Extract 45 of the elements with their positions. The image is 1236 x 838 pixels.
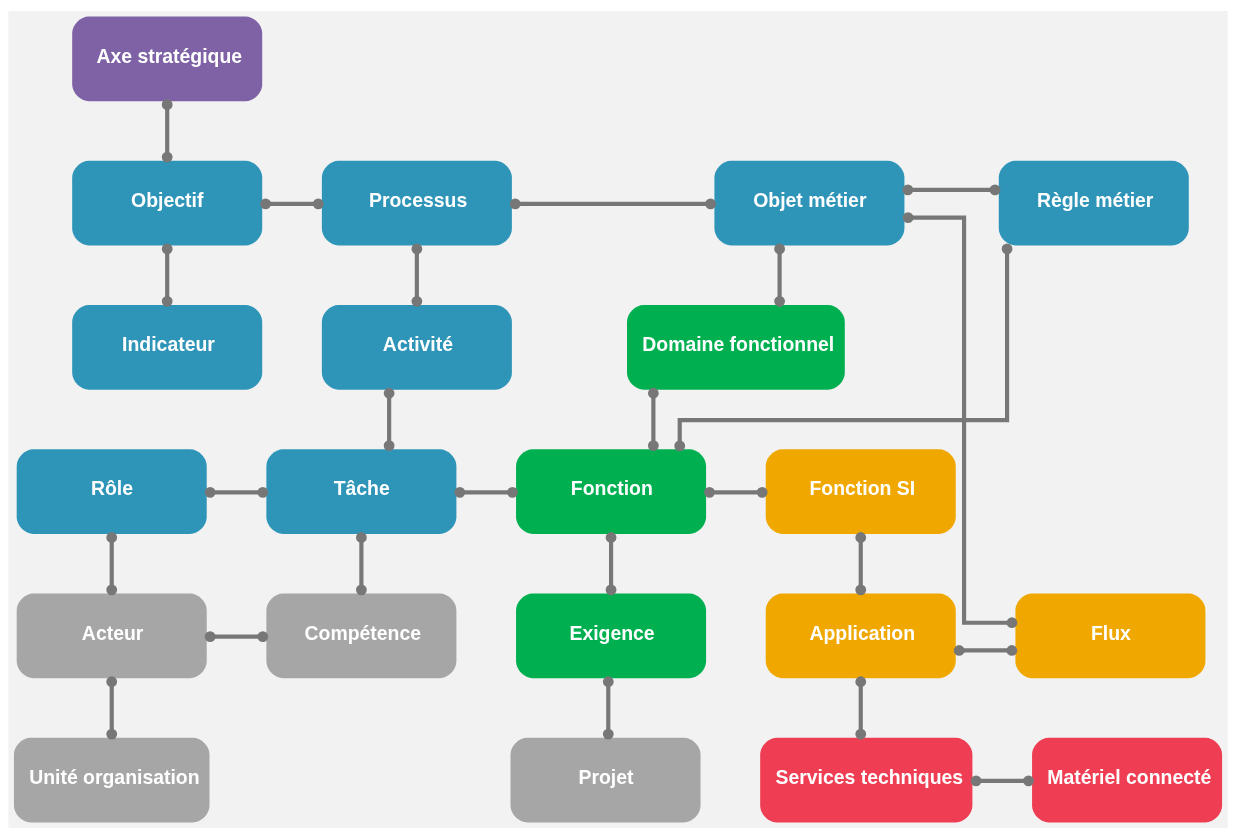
connector	[855, 675, 867, 740]
node-box: Règle métier	[998, 160, 1189, 245]
node-box: Processus	[321, 160, 512, 245]
connector	[605, 531, 617, 595]
connector	[774, 243, 785, 307]
connector	[855, 531, 867, 595]
node-box: Axe stratégique	[72, 16, 263, 101]
connector	[411, 243, 423, 307]
node-box: Rôle	[16, 448, 207, 534]
connector	[647, 387, 659, 451]
connector	[674, 242, 1013, 451]
connector	[161, 243, 173, 307]
connector	[204, 486, 269, 498]
node-box: Objectif	[72, 160, 263, 245]
connector	[902, 184, 1001, 195]
node-box: Matériel connecté	[1032, 737, 1223, 822]
node-box: Indicateur	[72, 304, 263, 390]
connector	[383, 387, 395, 451]
node-box: Unité organisation	[13, 737, 210, 822]
node-box: Compétence	[266, 593, 457, 678]
node-box: Application	[765, 593, 956, 678]
connector	[602, 675, 614, 740]
connector	[204, 630, 269, 642]
node-box: Fonction SI	[765, 448, 956, 534]
node-box: Exigence	[516, 593, 707, 678]
node-box: Projet	[510, 737, 701, 822]
node-box: Domaine fonctionnel	[627, 304, 845, 390]
node-box: Fonction	[516, 448, 707, 534]
connector	[953, 644, 1018, 656]
node-box: Tâche	[266, 448, 457, 534]
node-box: Flux	[1015, 593, 1206, 678]
node-box: Activité	[321, 304, 512, 390]
connector	[902, 211, 1018, 628]
connector	[704, 486, 768, 498]
connector	[356, 531, 367, 595]
connector	[161, 98, 173, 162]
connector	[260, 197, 324, 209]
node-box: Services techniques	[760, 737, 973, 822]
connector	[970, 774, 1034, 786]
node-box: Acteur	[16, 593, 207, 678]
connector	[509, 197, 716, 209]
node-box: Objet métier	[714, 160, 905, 245]
connector	[106, 531, 118, 595]
connector	[106, 675, 118, 740]
connector	[454, 486, 518, 498]
